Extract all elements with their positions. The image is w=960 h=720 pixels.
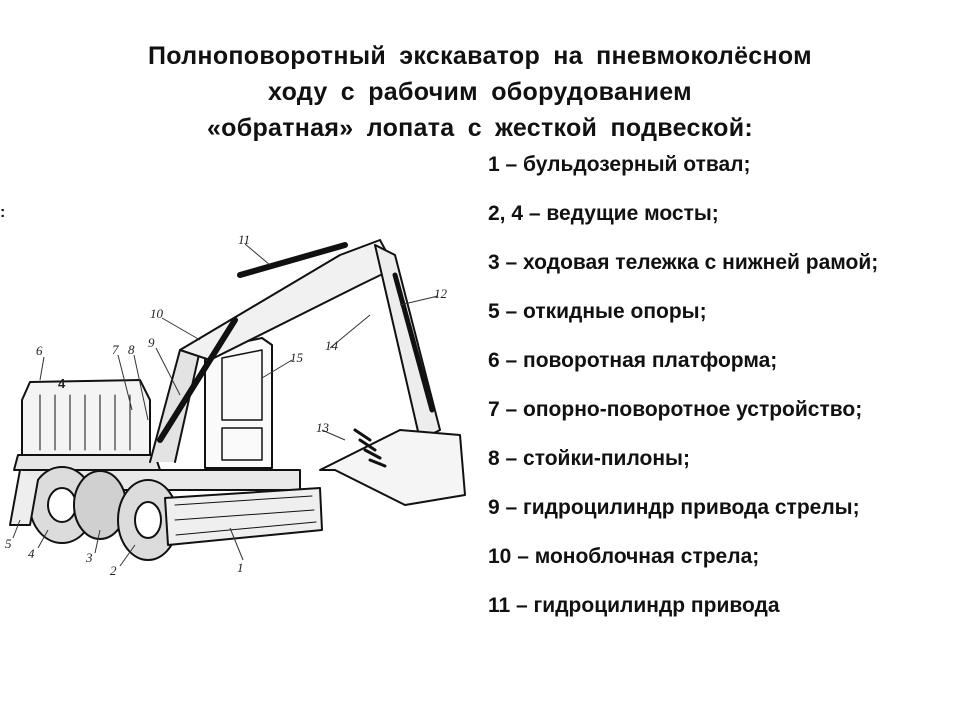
callout-13: 13 [316,420,330,435]
cab-lower-window [221,427,263,461]
legend-item: 3 – ходовая тележка с нижней рамой; [488,251,879,274]
engine-grille [39,394,131,451]
title-line-3: «обратная» лопата с жесткой подвеской: [206,114,754,142]
stick [374,244,441,441]
dozer-blade [164,487,323,546]
callout-14: 14 [325,338,339,353]
callout-12: 12 [434,286,448,301]
callout-15: 15 [290,350,304,365]
legend-item: 5 – откидные опоры; [488,300,707,323]
page-title: Полноповоротный экскаватор на пневмоколё… [40,38,920,146]
bucket-teeth [353,428,387,468]
counterweight [13,454,161,471]
cab-window [221,349,263,421]
callout-3: 3 [85,550,93,565]
callout-2: 2 [110,563,117,578]
callout-5: 5 [5,536,12,551]
legend-item: 7 – опорно-поворотное устройство; [488,398,863,421]
callout-1: 1 [237,560,244,575]
excavator-diagram: 1 2 3 4 5 6 7 8 9 10 11 12 13 14 15 4 [5,232,466,578]
legend-item: 2, 4 – ведущие мосты; [488,202,719,225]
boom-cylinder [157,317,238,443]
pylons [149,349,201,463]
title-line-2: ходу с рабочим оборудованием [268,78,692,106]
callout-6: 6 [36,343,43,358]
cab-number: 4 [58,376,66,391]
arm-cylinder [237,242,348,278]
bucket-cylinder [392,272,435,413]
outriggers [9,469,39,526]
title-line-1: Полноповоротный экскаватор на пневмоколё… [148,42,812,70]
callout-10: 10 [150,306,164,321]
legend-item: 11 – гидроцилиндр привода [488,594,780,617]
stray-mark: : [0,204,6,221]
bucket [319,429,466,506]
callout-9: 9 [148,335,155,350]
platform-body [21,379,151,463]
callout-8: 8 [128,342,135,357]
legend-item: 6 – поворотная платформа; [488,349,778,372]
callout-4: 4 [28,546,35,561]
parts-legend: 1 – бульдозерный отвал; 2, 4 – ведущие м… [488,150,898,640]
legend-item: 10 – моноблочная стрела; [488,545,760,568]
callout-7: 7 [112,342,119,357]
legend-item: 8 – стойки-пилоны; [488,447,690,470]
front-wheel [117,479,179,561]
legend-item: 9 – гидроцилиндр привода стрелы; [488,496,860,519]
rear-wheels [29,466,127,544]
legend-item: 1 – бульдозерный отвал; [488,153,751,176]
boom [179,239,396,361]
callout-11: 11 [238,232,250,247]
